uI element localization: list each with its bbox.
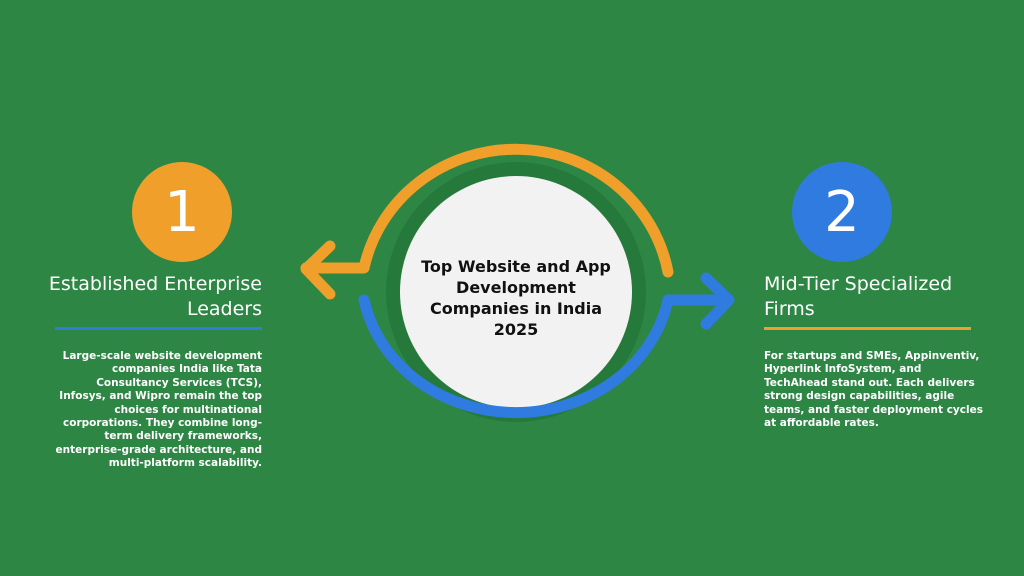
step-1-divider xyxy=(55,327,262,330)
step-1-title: Established Enterprise Leaders xyxy=(48,273,262,320)
orange-arc-arrow xyxy=(300,143,674,300)
step-2-title: Mid-Tier Specialized Firms xyxy=(764,273,953,320)
step-1-description: Large-scale website development companie… xyxy=(55,350,262,470)
step-1-badge: 1 xyxy=(132,162,232,262)
step-2-divider xyxy=(764,327,971,330)
blue-arc-arrow xyxy=(358,272,735,419)
step-2-description: For startups and SMEs, Appinventiv, Hype… xyxy=(764,350,983,430)
center-title: Top Website and App Development Companie… xyxy=(421,257,611,339)
center-circle xyxy=(400,176,632,408)
step-2-badge: 2 xyxy=(792,162,892,262)
